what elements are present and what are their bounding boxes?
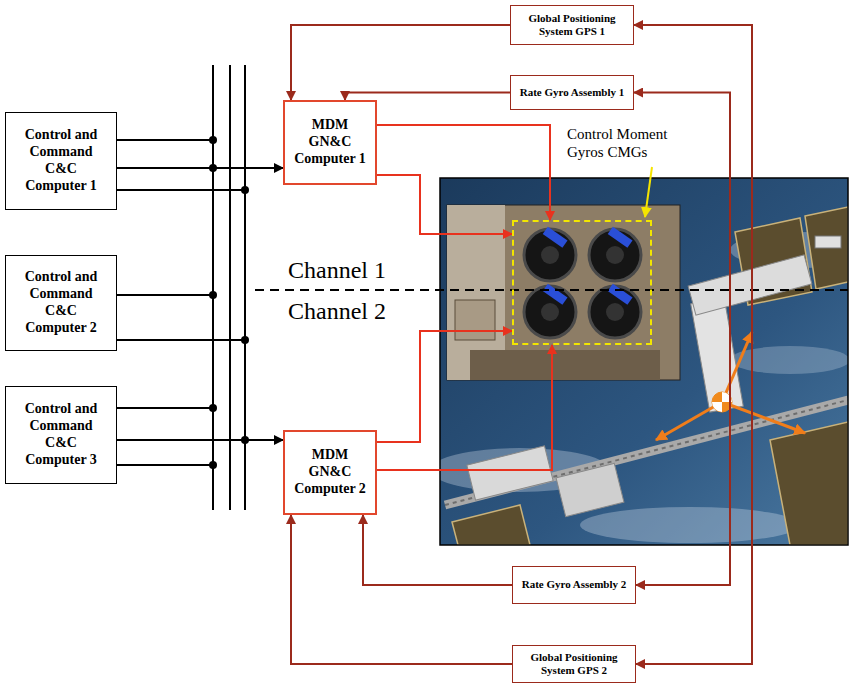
bus-line <box>229 65 231 510</box>
box-label: Control Moment Gyros CMGs <box>567 125 677 161</box>
box-label: Control and Command C&C Computer 1 <box>18 127 104 194</box>
channel-divider <box>255 289 848 291</box>
bus-tap <box>117 294 213 296</box>
center-of-mass-symbol <box>712 402 722 412</box>
cmg-motor <box>543 227 568 248</box>
bus-dot <box>241 336 249 344</box>
box-label: MDM GN&C Computer 2 <box>292 447 368 497</box>
control-computer-box: Control and Command C&C Computer 1 <box>5 112 117 210</box>
bus-dot <box>209 164 217 172</box>
bus-dot <box>241 186 249 194</box>
bus-tap-arrow <box>117 167 283 169</box>
station-module <box>688 255 812 315</box>
channel-label: Channel 2 <box>288 297 386 325</box>
body-axis-arrow <box>722 402 805 433</box>
cmg-hub <box>606 303 624 321</box>
bus-tap-arrow <box>117 439 283 441</box>
signal-connector <box>363 515 512 585</box>
channel-label-holder: Channel 1 <box>288 256 386 284</box>
bus-tap <box>117 139 213 141</box>
sensor-box: Global Positioning System GPS 1 <box>510 5 634 45</box>
gnc-computer-box: MDM GN&C Computer 1 <box>283 100 377 185</box>
body-axis-arrow <box>656 402 722 440</box>
channel-label-holder: Channel 2 <box>288 297 386 325</box>
cmg-hub <box>541 246 559 264</box>
sensor-box: Rate Gyro Assembly 1 <box>510 75 634 110</box>
body-axis-arrow <box>722 332 752 402</box>
box-label: Control and Command C&C Computer 3 <box>18 401 104 468</box>
inset-hardware <box>455 300 495 340</box>
solar-array <box>452 505 530 545</box>
bus-dot <box>209 291 217 299</box>
signal-connector <box>634 93 730 586</box>
signal-connector <box>291 25 510 100</box>
cmg-wheel <box>524 284 576 338</box>
sensor-box: Rate Gyro Assembly 2 <box>512 566 636 604</box>
channel-label: Channel 1 <box>288 256 386 284</box>
station-truss <box>445 400 848 505</box>
station-truss <box>445 400 848 505</box>
bus-dot <box>241 436 249 444</box>
cmg-hub <box>606 246 624 264</box>
pointer-arrow <box>645 167 652 217</box>
box-label: Control and Command C&C Computer 2 <box>18 269 104 336</box>
cmg-motor <box>608 227 633 248</box>
bus-dot <box>209 461 217 469</box>
cmg-inset-photo <box>447 205 680 380</box>
station-module <box>556 463 624 516</box>
signal-connector <box>377 345 552 470</box>
bus-line <box>212 65 214 510</box>
box-label: Global Positioning System GPS 2 <box>519 651 629 677</box>
solar-array <box>770 422 848 545</box>
station-module <box>691 298 744 412</box>
box-label: Rate Gyro Assembly 2 <box>522 578 627 591</box>
signal-connector <box>377 331 512 442</box>
cmg-wheel <box>524 227 576 281</box>
cmg-wheel <box>589 284 641 338</box>
signal-connector <box>377 125 550 220</box>
sensor-box: Global Positioning System GPS 2 <box>512 645 636 683</box>
signal-connector <box>377 175 512 234</box>
bus-tap <box>117 407 213 409</box>
cloud <box>730 346 848 374</box>
cmg-hub <box>541 303 559 321</box>
bus-tap <box>117 464 213 466</box>
box-label: Global Positioning System GPS 1 <box>517 12 627 38</box>
cmg-wheel <box>589 227 641 281</box>
bus-tap <box>117 339 245 341</box>
cmg-group-box: Control Moment Gyros CMGs <box>512 220 652 345</box>
bus-dot <box>209 136 217 144</box>
signal-connector <box>291 515 512 664</box>
control-computer-box: Control and Command C&C Computer 2 <box>5 255 117 351</box>
cmg-motor <box>543 284 568 305</box>
signal-connector <box>345 93 510 101</box>
bus-tap <box>117 189 245 191</box>
inset-floor <box>470 350 660 380</box>
bus-dot <box>209 404 217 412</box>
cmg-motor <box>608 284 633 305</box>
solar-array <box>805 207 848 289</box>
box-label: Rate Gyro Assembly 1 <box>520 86 625 99</box>
gnc-computer-box: MDM GN&C Computer 2 <box>283 430 377 515</box>
cloud <box>580 507 800 543</box>
box-label: MDM GN&C Computer 1 <box>292 117 368 167</box>
control-computer-box: Control and Command C&C Computer 3 <box>5 386 117 484</box>
visiting-vehicle <box>815 236 841 248</box>
station-module <box>467 446 553 500</box>
